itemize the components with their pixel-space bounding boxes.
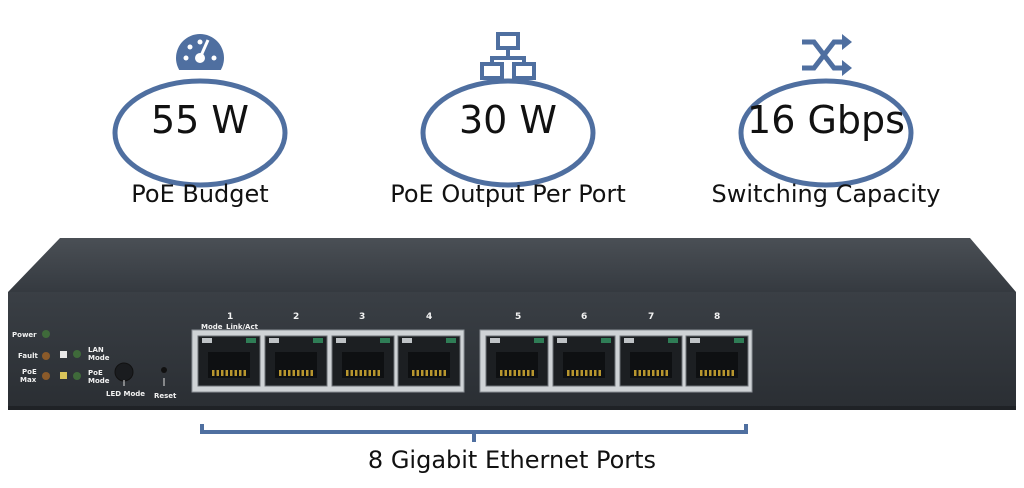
switch-device: Power Fault PoE Max LAN Mode PoE Mode LE… [8,238,1016,410]
stat-value: 16 Gbps [747,98,905,142]
ports-bracket [200,424,748,442]
ethernet-port[interactable] [197,335,261,387]
led-label-power: Power [12,331,37,339]
led-mode-label: LED Mode [106,390,145,398]
ethernet-port[interactable] [331,335,395,387]
stat-oval [112,78,288,188]
ethernet-port[interactable] [552,335,616,387]
led-label-max: Max [20,376,37,384]
ports-caption: 8 Gigabit Ethernet Ports [367,446,657,474]
stat-switching-capacity: 16 Gbps Switching Capacity [696,28,956,224]
poe-mode-indicator [60,372,67,379]
port-header-link-act: Link/Act [226,323,259,331]
power-led [42,330,50,338]
ethernet-port[interactable] [685,335,749,387]
ethernet-port[interactable] [485,335,549,387]
port-number: 1 [227,312,233,322]
ethernet-port[interactable] [264,335,328,387]
ethernet-port[interactable] [397,335,461,387]
lan-mode-led [73,350,81,358]
stat-oval [738,78,914,188]
led-mode-button[interactable] [114,362,134,382]
network-icon [480,32,536,80]
ethernet-port[interactable] [619,335,683,387]
lan-mode-indicator [60,351,67,358]
ports-group: 1 2 3 4 5 6 7 8 [191,312,753,393]
stat-poe-output: 30 W PoE Output Per Port [378,28,638,224]
port-number: 2 [293,312,299,322]
stat-label: Switching Capacity [711,180,941,208]
port-number: 6 [581,312,587,322]
port-number: 8 [714,312,720,322]
port-number: 5 [515,312,521,322]
reset-button[interactable] [161,367,167,373]
port-number: 7 [648,312,654,322]
fault-led [42,352,50,360]
poe-mode-label: PoE [88,369,103,377]
led-label-fault: Fault [18,352,38,360]
reset-label: Reset [154,392,177,400]
stat-poe-budget: 55 W PoE Budget [70,28,330,224]
poe-mode-label-2: Mode [88,377,110,385]
stat-oval [420,78,596,188]
poe-mode-led [73,372,81,380]
port-header-mode: Mode [201,323,223,331]
shuffle-icon [802,34,852,76]
lan-mode-label-2: Mode [88,354,110,362]
lan-mode-label: LAN [88,346,104,354]
stat-value: 30 W [458,98,557,142]
stat-label: PoE Output Per Port [390,180,626,208]
port-number: 3 [359,312,365,322]
stat-label: PoE Budget [131,180,269,208]
poe-max-led [42,372,50,380]
port-number: 4 [426,312,432,322]
stat-value: 55 W [150,98,249,142]
led-label-poe: PoE [22,368,37,376]
chassis-top [8,238,1016,292]
